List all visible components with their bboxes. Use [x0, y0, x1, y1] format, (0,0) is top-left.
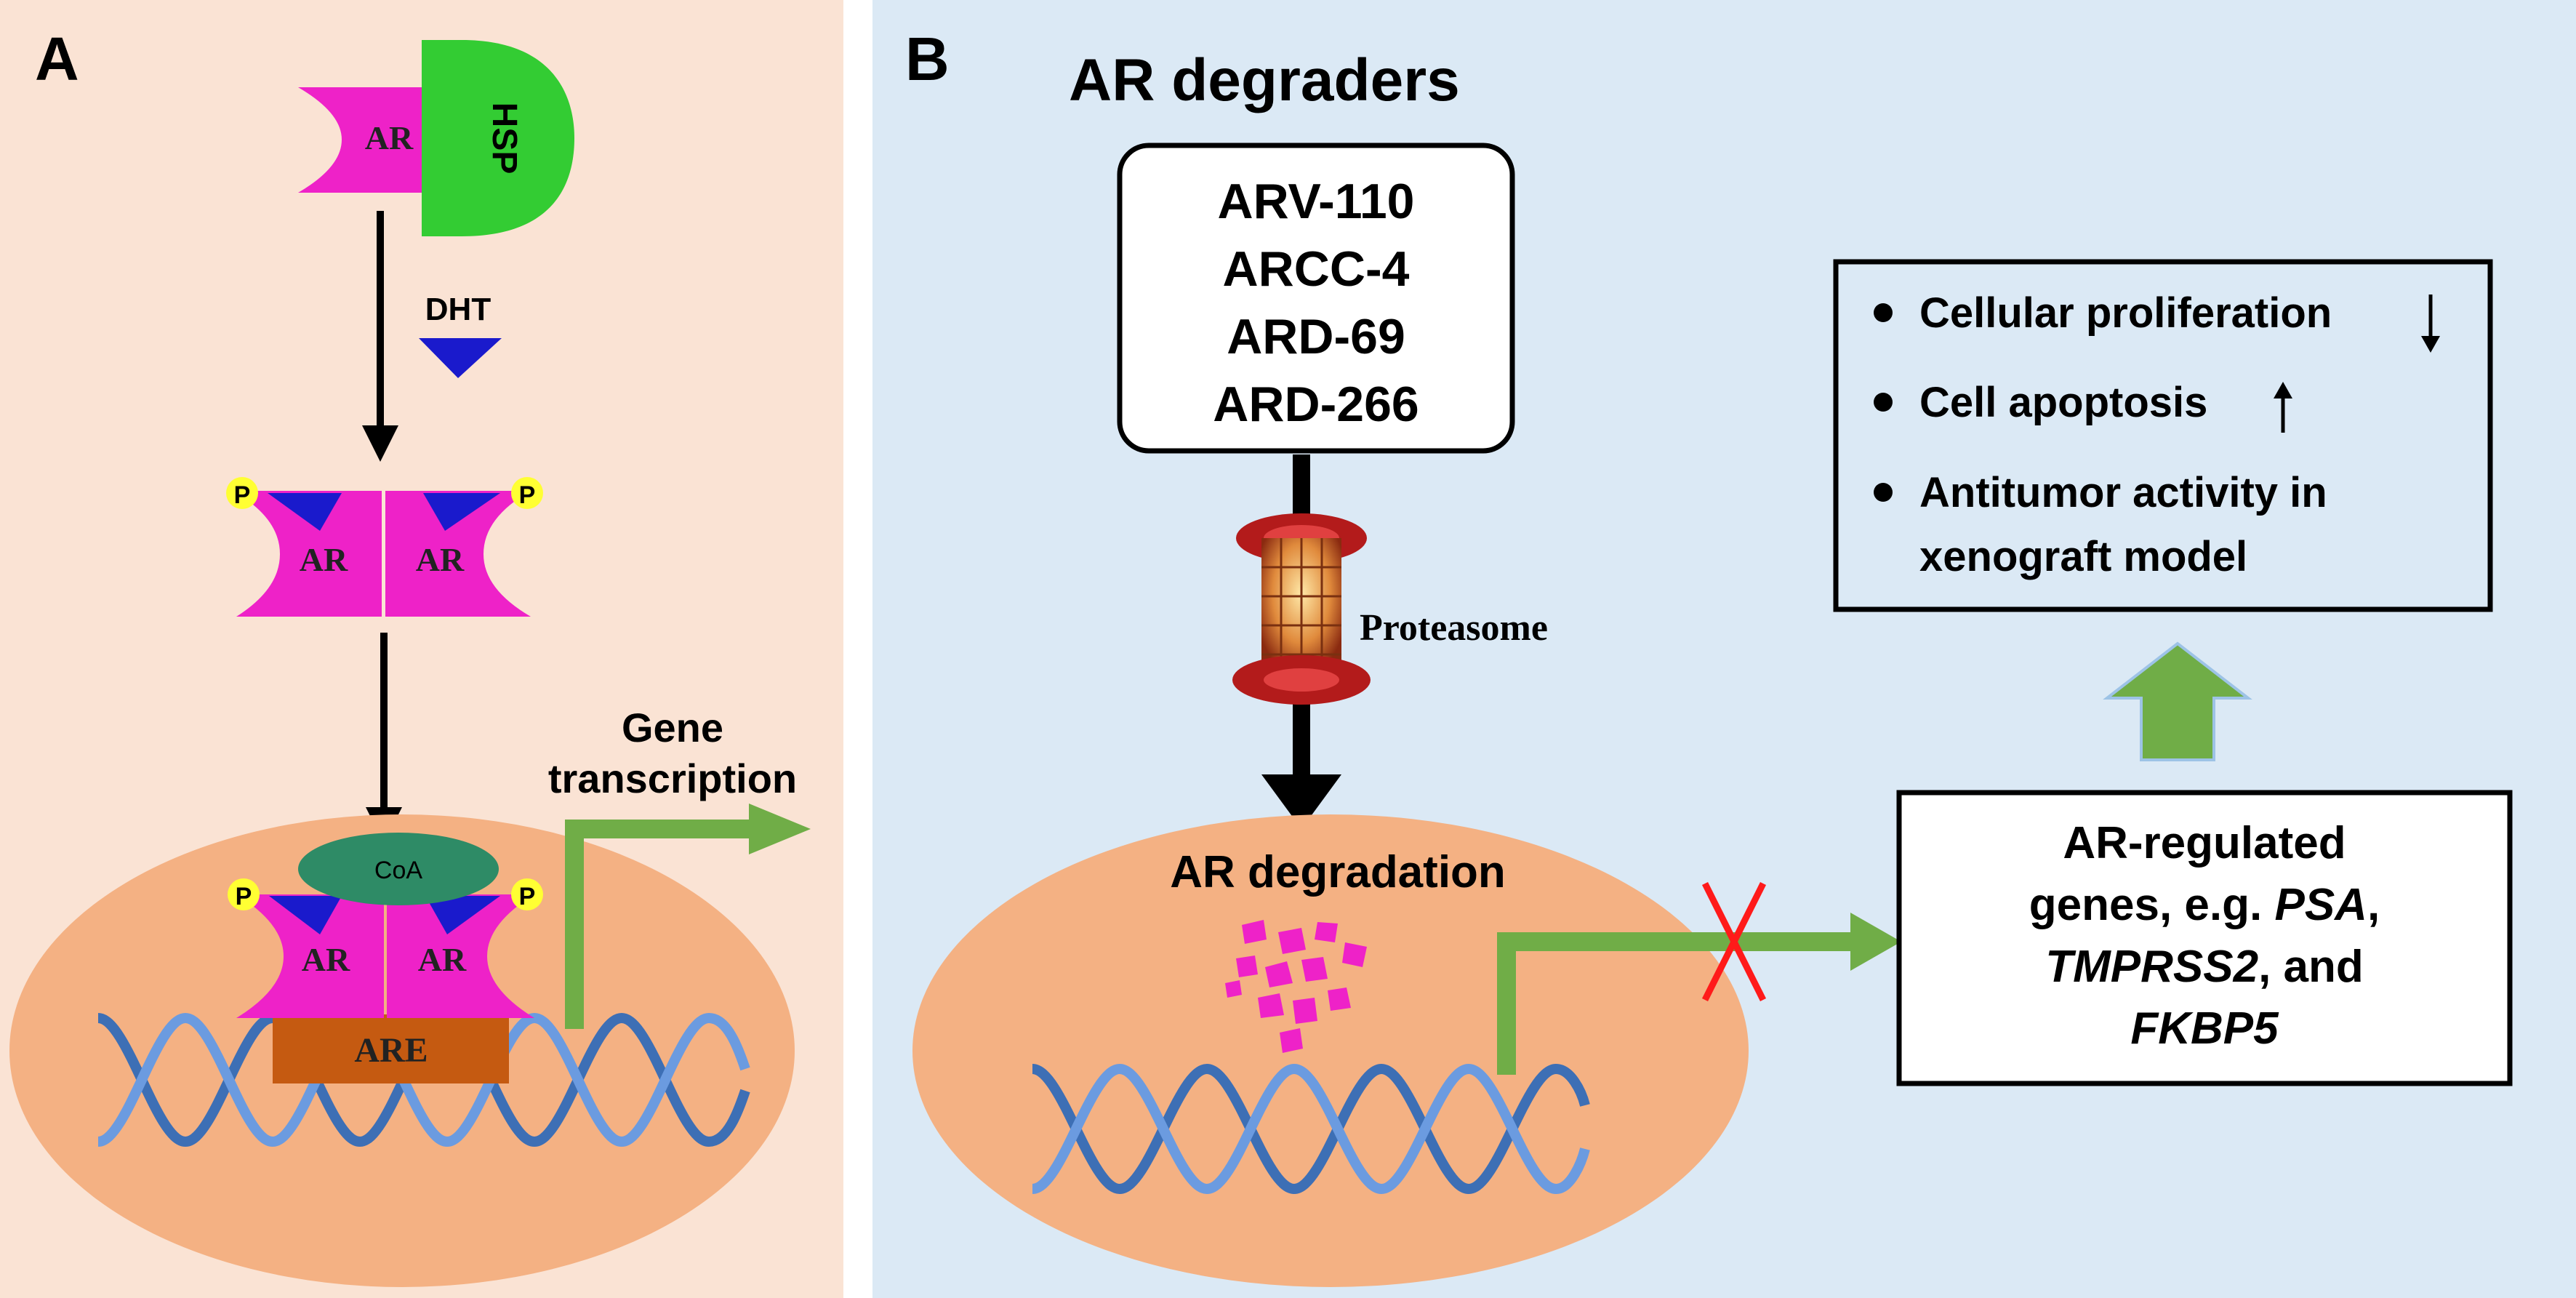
genes-line-1: AR-regulated — [2063, 818, 2346, 868]
genes-line-3: TMPRSS2, and — [2045, 942, 2364, 992]
coactivator — [298, 833, 499, 905]
panel-b-title: AR degraders — [1069, 47, 1460, 113]
degrader-3: ARD-69 — [1227, 309, 1405, 364]
effect-up-arrow — [2103, 641, 2252, 761]
phospho-bound-left — [228, 878, 260, 910]
hsp-label: HSP — [485, 103, 523, 175]
phospho-bound-right — [511, 878, 543, 910]
up-arrow-icon — [2274, 382, 2292, 433]
degradation-label: AR degradation — [1170, 847, 1506, 897]
ar-monomer — [298, 87, 422, 193]
proteasome-icon — [1232, 513, 1371, 705]
panel-b: B AR degraders ARV-110 ARCC-4 ARD-69 ARD… — [872, 0, 2576, 1298]
bullet-3 — [1874, 483, 1893, 502]
phospho-bound-left-label: P — [236, 883, 252, 910]
effects-box — [1833, 259, 2493, 612]
are-element — [273, 1014, 509, 1083]
ar-dimer-right — [385, 491, 531, 617]
proteasome-label: Proteasome — [1360, 607, 1548, 649]
block-x-mark — [1701, 881, 1767, 1002]
ar-bound-left — [236, 894, 384, 1018]
ar-bound-right-label: AR — [418, 941, 467, 978]
ar-fragments — [1225, 920, 1367, 1053]
are-label: ARE — [354, 1031, 428, 1070]
degraders-box — [1117, 143, 1515, 454]
ar-dimer-right-label: AR — [416, 541, 465, 578]
dht-bound-left — [268, 493, 342, 531]
dna-helix-b — [1031, 1063, 1590, 1195]
dht-bound-left-2 — [269, 896, 342, 934]
genes-line-4: FKBP5 — [2130, 1003, 2279, 1054]
gene-transcription-arrowhead — [749, 804, 811, 854]
bullet-1 — [1874, 303, 1893, 322]
dht-label: DHT — [425, 292, 491, 327]
ar-dimer-left — [233, 491, 382, 617]
down-arrow-icon — [2421, 295, 2440, 353]
ar-bound-right — [387, 894, 534, 1018]
dht-bound-right — [423, 493, 500, 531]
degrader-4: ARD-266 — [1213, 377, 1419, 432]
phospho-bound-right-label: P — [519, 883, 536, 910]
effect-3-cont: xenograft model — [1919, 533, 2247, 580]
ar-regulated-genes-box — [1896, 790, 2513, 1086]
blocked-transcription-arrow — [1497, 932, 1861, 1075]
ar-label-free: AR — [365, 119, 414, 156]
effect-2: Cell apoptosis — [1919, 379, 2207, 426]
genes-line-2: genes, e.g. PSA, — [2029, 880, 2380, 930]
panel-a: A HSP AR DHT P P AR AR — [0, 0, 843, 1298]
panel-b-label: B — [905, 25, 950, 93]
phospho-left-label: P — [234, 481, 251, 509]
blocked-transcription-arrowhead — [1850, 913, 1901, 971]
phospho-right-label: P — [519, 481, 536, 509]
phospho-right — [511, 477, 543, 509]
effect-3: Antitumor activity in — [1919, 469, 2327, 516]
dht-bound-right-2 — [425, 896, 500, 934]
ar-hsp-complex: HSP AR — [298, 40, 574, 236]
gene-transcription-label-1: Gene — [622, 705, 723, 750]
hsp-protein — [422, 40, 574, 236]
bullet-2 — [1874, 393, 1893, 412]
ar-dimer-phosphorylated: P P AR AR — [226, 477, 543, 617]
effect-1: Cellular proliferation — [1919, 289, 2332, 337]
gene-transcription-arrow — [565, 820, 756, 1029]
phospho-left — [226, 477, 258, 509]
degrader-1: ARV-110 — [1218, 174, 1415, 229]
gene-transcription-label-2: transcription — [548, 756, 797, 801]
panel-a-label: A — [35, 25, 79, 93]
coactivator-label: CoA — [374, 857, 422, 884]
degrader-2: ARCC-4 — [1223, 241, 1410, 297]
ar-dimer-left-label: AR — [300, 541, 348, 578]
dht-ligand — [419, 338, 502, 378]
ar-bound-left-label: AR — [302, 941, 350, 978]
ar-dimer-dna-bound: CoA P P AR AR — [228, 833, 543, 1018]
degradation-arrowhead — [1261, 774, 1341, 829]
